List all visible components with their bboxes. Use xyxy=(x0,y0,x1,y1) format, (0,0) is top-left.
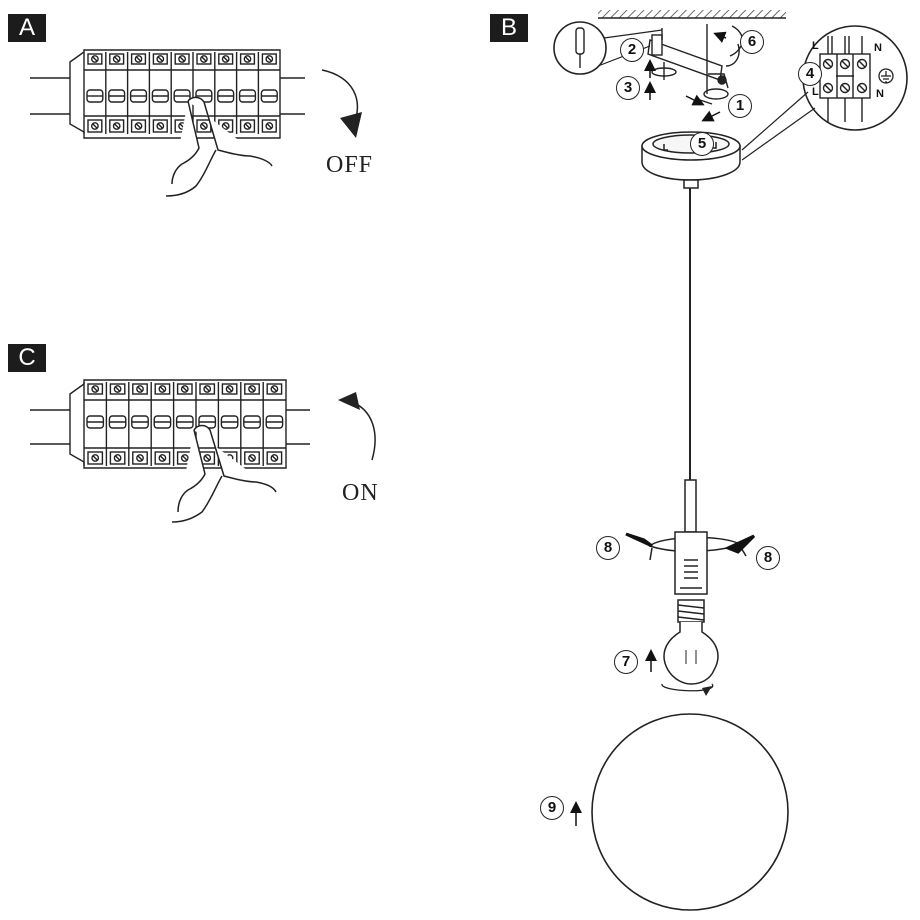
panel-a-label: A xyxy=(8,14,46,42)
panel-b-label: B xyxy=(490,14,528,42)
step-2-badge: 2 xyxy=(620,38,644,62)
screwdriver-icon xyxy=(575,27,585,68)
step-6-badge: 6 xyxy=(740,30,764,54)
ceiling xyxy=(598,10,786,18)
terminal-l-top: L xyxy=(812,40,819,52)
terminal-block xyxy=(819,36,871,122)
panel-c-label: C xyxy=(8,344,46,372)
terminal-n-bottom: N xyxy=(876,88,884,100)
breaker-panel-c xyxy=(30,379,310,469)
step-3-badge: 3 xyxy=(616,76,640,100)
step-9-badge: 9 xyxy=(540,796,564,820)
breaker-panel-a xyxy=(30,49,305,139)
bulb-icon xyxy=(663,599,719,685)
hand-icon xyxy=(171,424,277,523)
step-4-badge: 4 xyxy=(798,62,822,86)
step-7-badge: 7 xyxy=(614,650,638,674)
rotate-arrow-icon xyxy=(351,401,376,461)
mounting-bracket xyxy=(647,24,743,105)
step-8-badge-left: 8 xyxy=(596,536,620,560)
on-caption: ON xyxy=(342,480,379,506)
off-caption: OFF xyxy=(326,152,374,178)
step-8-badge-right: 8 xyxy=(756,546,780,570)
step-5-badge: 5 xyxy=(690,132,714,156)
step-1-badge: 1 xyxy=(728,94,752,118)
globe-shade xyxy=(591,713,789,911)
cord-grip xyxy=(684,479,697,533)
terminal-l-bottom: L xyxy=(812,86,819,98)
ground-symbol-icon xyxy=(878,68,894,84)
lamp-socket xyxy=(674,531,708,595)
hand-icon xyxy=(165,96,273,197)
terminal-n-top: N xyxy=(874,42,882,54)
